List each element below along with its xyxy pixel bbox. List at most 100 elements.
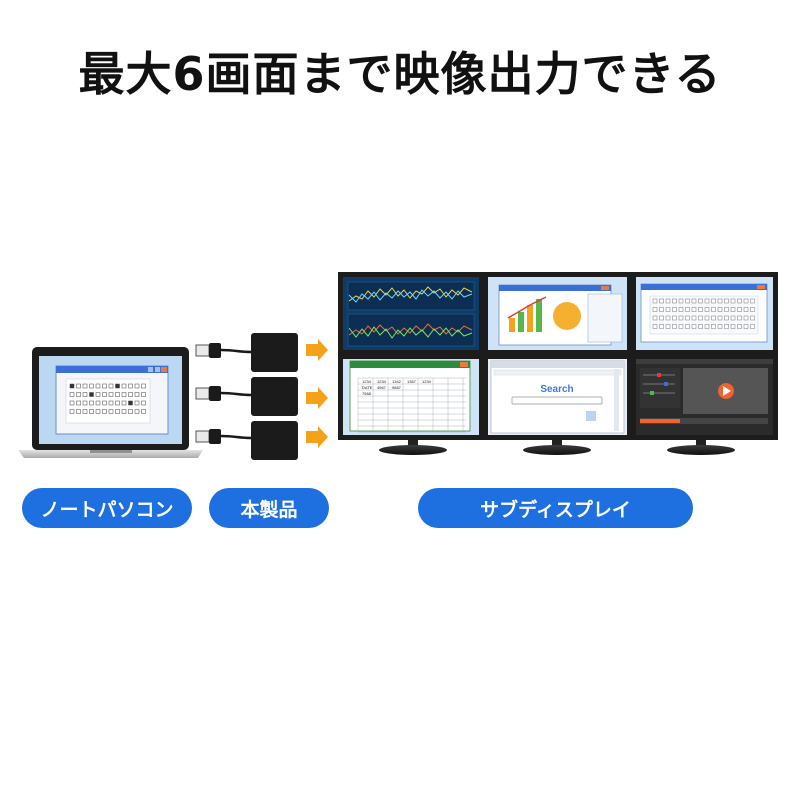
grid-cell bbox=[672, 324, 677, 329]
grid-cell bbox=[89, 383, 94, 389]
grid-cell bbox=[691, 315, 697, 321]
grid-cell bbox=[743, 307, 749, 312]
grid-cell bbox=[665, 298, 671, 304]
grid-cell bbox=[115, 400, 120, 406]
grid-cell bbox=[724, 307, 729, 312]
grid-cell bbox=[141, 392, 146, 397]
grid-cell bbox=[743, 315, 749, 321]
grid-cell bbox=[685, 324, 690, 329]
grid-cell bbox=[102, 400, 107, 406]
grid-cell bbox=[134, 392, 140, 397]
grid-cell bbox=[743, 298, 749, 304]
sheet-cell: 1234 bbox=[362, 379, 372, 384]
grid-cell bbox=[711, 315, 716, 321]
grid-cell bbox=[108, 400, 114, 406]
grid-cell bbox=[141, 383, 146, 389]
grid-cell bbox=[128, 400, 133, 406]
screen-business-charts bbox=[488, 277, 627, 350]
grid-cell bbox=[672, 307, 677, 312]
grid-cell bbox=[69, 392, 75, 397]
monitor-wall: 1234 1234 1342 1367 1234 DATE 4567 9887 … bbox=[338, 272, 778, 455]
grid-cell bbox=[724, 315, 729, 321]
right-arrow-icon bbox=[306, 339, 328, 361]
grid-cell bbox=[665, 315, 671, 321]
laptop-base bbox=[18, 450, 203, 458]
grid-cell bbox=[134, 409, 140, 414]
grid-cell bbox=[750, 298, 755, 304]
grid-cell bbox=[659, 324, 664, 329]
grid-cell bbox=[730, 315, 736, 321]
grid-cell bbox=[121, 409, 127, 414]
grid-cell bbox=[685, 298, 690, 304]
grid-cell bbox=[82, 383, 88, 389]
grid-cell bbox=[685, 307, 690, 312]
grid-cell bbox=[750, 315, 755, 321]
grid-cell bbox=[82, 392, 88, 397]
mini-bar bbox=[527, 305, 533, 332]
grid-cell bbox=[737, 298, 742, 304]
right-arrow-icon bbox=[306, 426, 328, 448]
grid-cell bbox=[69, 409, 75, 414]
grid-cell bbox=[691, 324, 697, 329]
grid-cell bbox=[717, 307, 723, 312]
label-sub-displays: サブディスプレイ bbox=[418, 488, 693, 528]
grid-cell bbox=[652, 298, 658, 304]
sheet-cell: DATE bbox=[362, 385, 373, 390]
grid-cell bbox=[678, 307, 684, 312]
laptop bbox=[18, 347, 203, 458]
grid-cell bbox=[672, 298, 677, 304]
arrows bbox=[306, 339, 328, 448]
grid-cell bbox=[704, 324, 710, 329]
grid-cell bbox=[691, 298, 697, 304]
grid-cell bbox=[704, 307, 710, 312]
grid-cell bbox=[115, 383, 120, 389]
adapters bbox=[195, 333, 298, 460]
grid-cell bbox=[121, 392, 127, 397]
screen-browser: Search bbox=[488, 359, 627, 435]
grid-cell bbox=[108, 392, 114, 397]
grid-cell bbox=[717, 315, 723, 321]
grid-cell bbox=[678, 324, 684, 329]
headline: 最大6画面まで映像出力できる bbox=[78, 47, 722, 101]
search-logo-text: Search bbox=[540, 384, 573, 395]
mini-bar bbox=[509, 318, 515, 332]
grid-cell bbox=[82, 409, 88, 414]
sheet-cell: 1342 bbox=[392, 379, 402, 384]
grid-cell bbox=[652, 324, 658, 329]
screen-stock-charts bbox=[343, 277, 479, 350]
grid-cell bbox=[711, 324, 716, 329]
grid-cell bbox=[724, 298, 729, 304]
grid-cell bbox=[115, 392, 120, 397]
grid-cell bbox=[89, 400, 94, 406]
laptop-window-cells bbox=[69, 383, 146, 414]
grid-cell bbox=[711, 307, 716, 312]
grid-cell bbox=[704, 315, 710, 321]
grid-cell bbox=[698, 307, 703, 312]
grid-cell bbox=[108, 409, 114, 414]
grid-cell bbox=[76, 409, 81, 414]
grid-cell bbox=[717, 298, 723, 304]
label-product: 本製品 bbox=[209, 488, 329, 528]
grid-cell bbox=[134, 400, 140, 406]
mini-bar bbox=[518, 312, 524, 332]
grid-cell bbox=[95, 409, 101, 414]
grid-cell bbox=[102, 383, 107, 389]
grid-cell bbox=[711, 298, 716, 304]
grid-cell bbox=[652, 307, 658, 312]
grid-cell bbox=[102, 392, 107, 397]
grid-cell bbox=[665, 324, 671, 329]
mini-pie bbox=[553, 302, 581, 330]
grid-cell bbox=[698, 298, 703, 304]
laptop-window bbox=[55, 365, 169, 435]
grid-cell bbox=[678, 315, 684, 321]
grid-cell bbox=[659, 315, 664, 321]
grid-cell bbox=[95, 392, 101, 397]
sheet-cell: 7568 bbox=[362, 391, 372, 396]
screen-form-window bbox=[636, 277, 773, 350]
grid-cell bbox=[665, 307, 671, 312]
monitor-stands bbox=[379, 437, 735, 455]
grid-cell bbox=[737, 315, 742, 321]
sheet-cell: 1234 bbox=[422, 379, 432, 384]
grid-cell bbox=[89, 409, 94, 414]
grid-cell bbox=[685, 315, 690, 321]
